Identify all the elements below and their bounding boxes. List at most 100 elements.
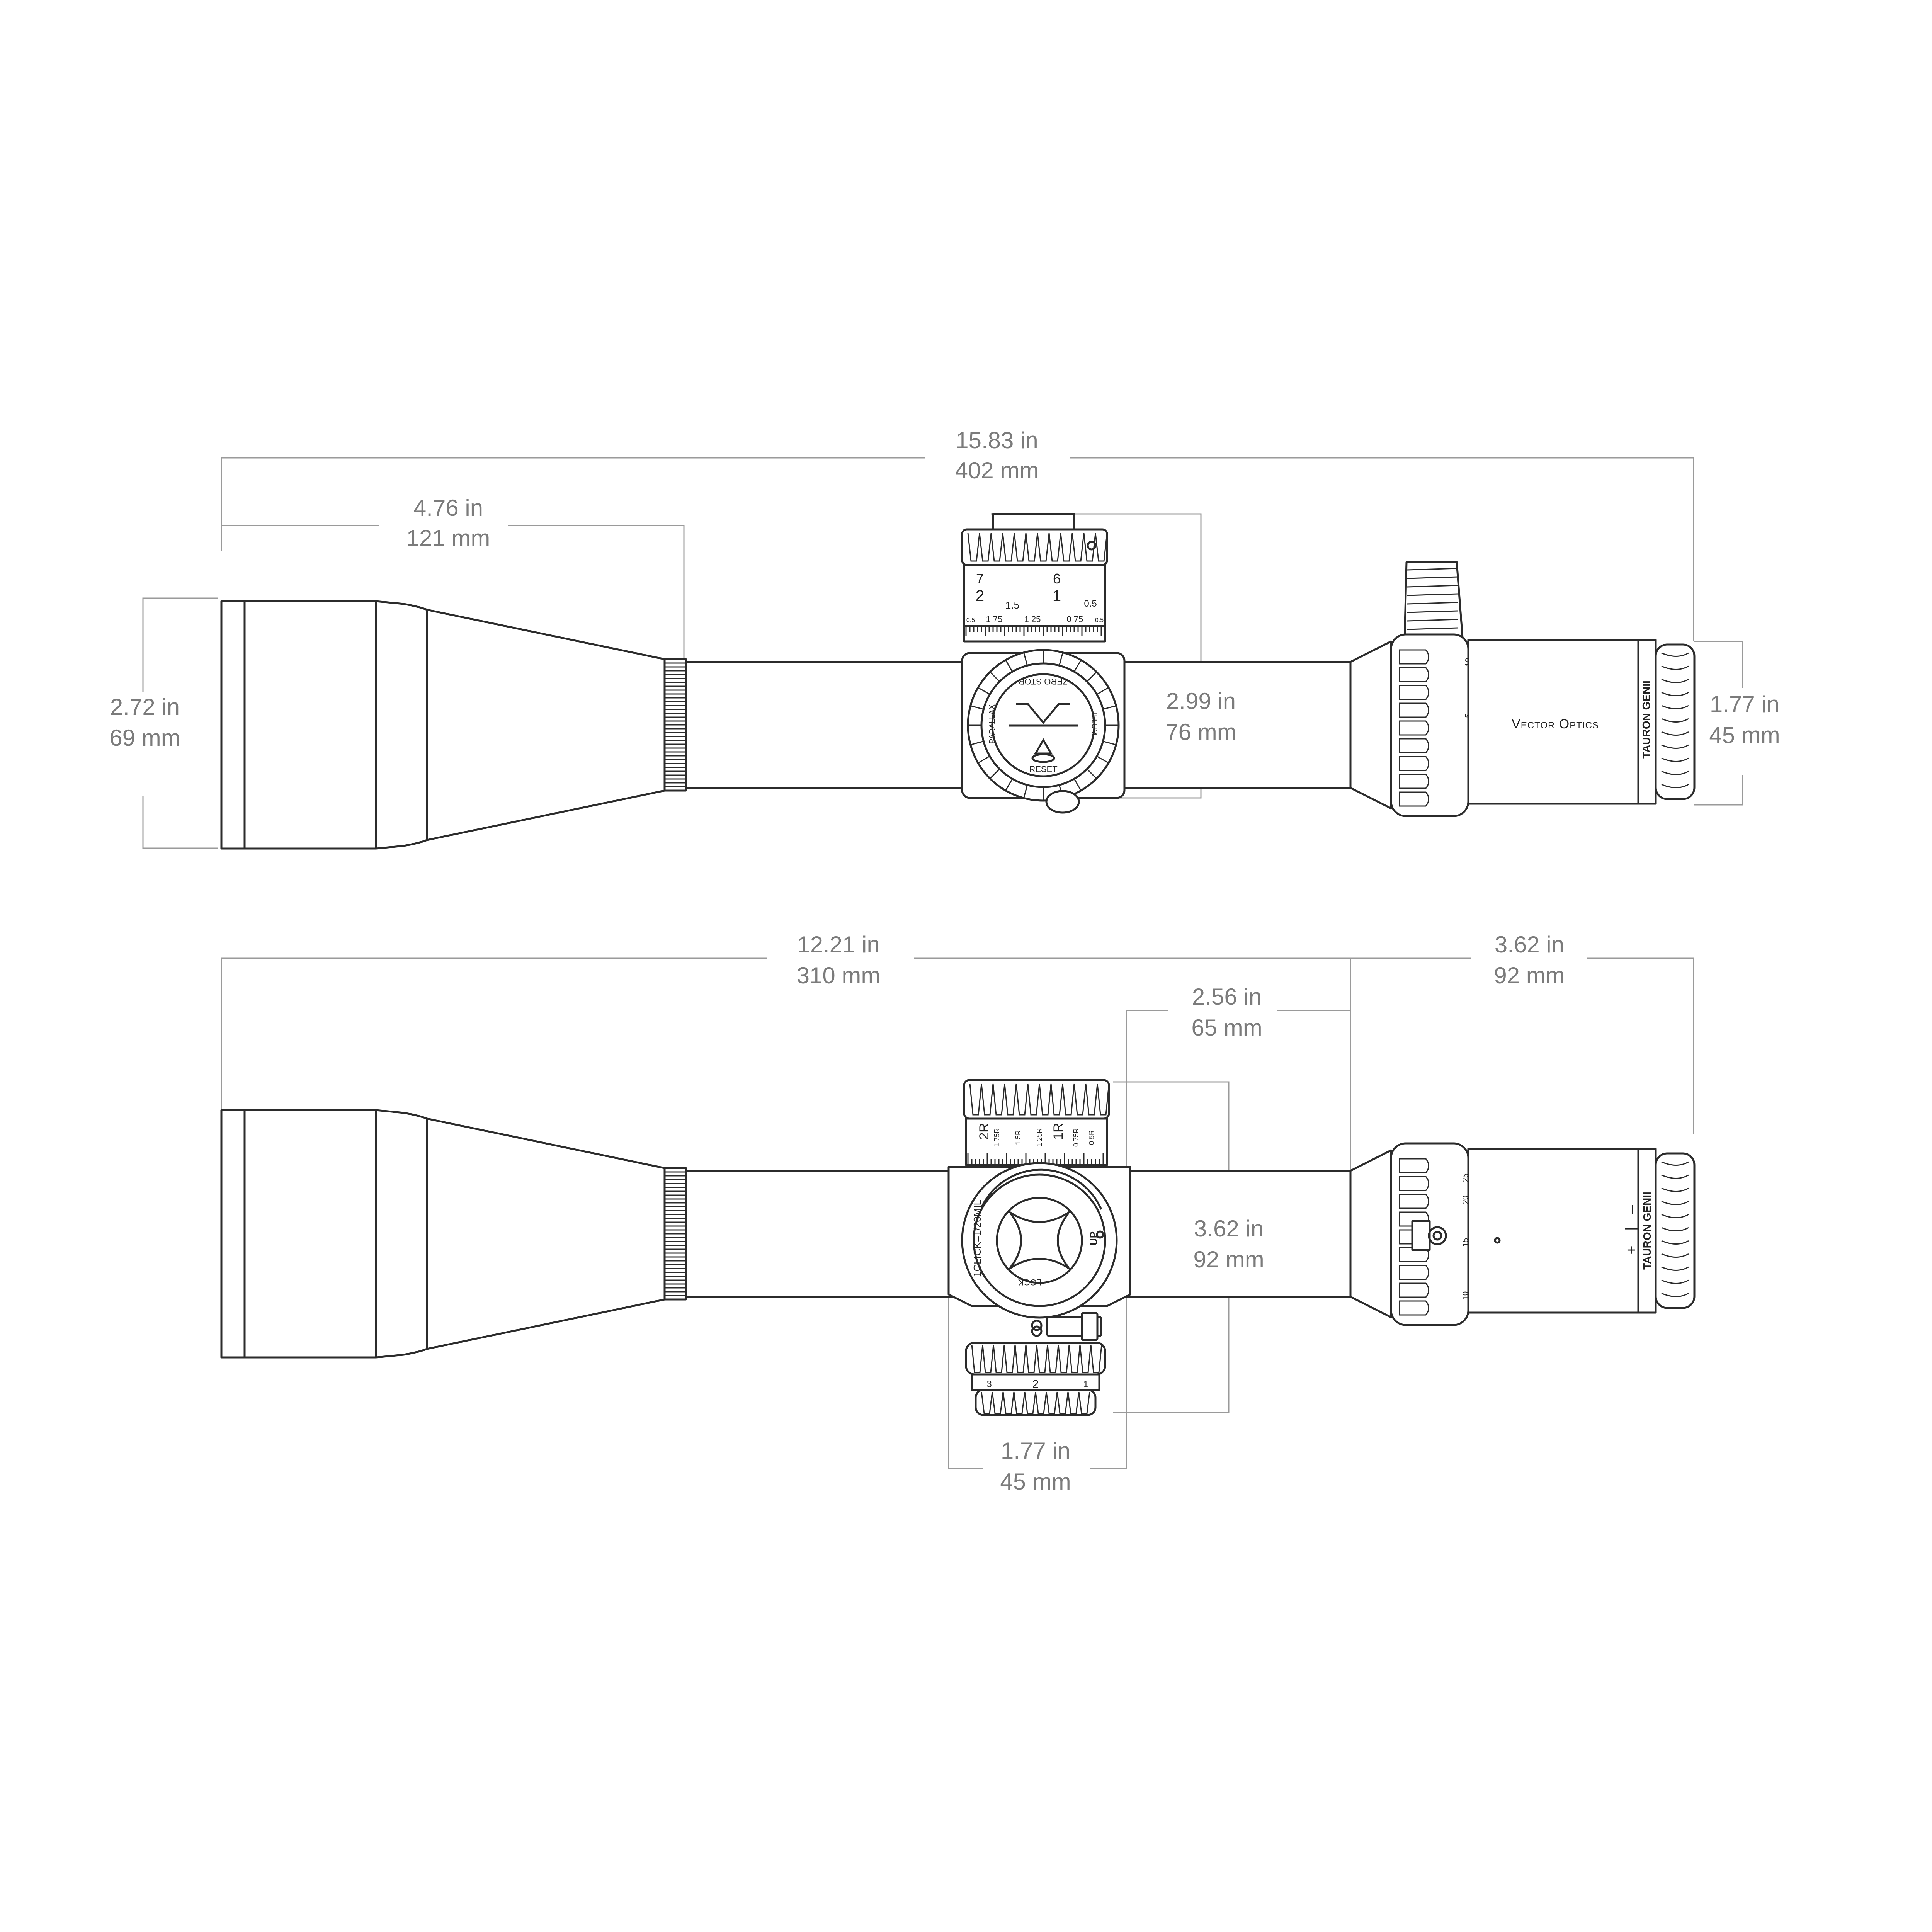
lower-turret-tooth bbox=[992, 1391, 1004, 1414]
lower-turret-tooth bbox=[981, 1391, 993, 1414]
windage-cap-tooth bbox=[969, 1083, 982, 1116]
power-ring-rib bbox=[1399, 667, 1429, 682]
power-ring-rib bbox=[1399, 1300, 1429, 1316]
lower-turret-mark-2: 2 bbox=[1032, 1378, 1039, 1391]
fin-rib bbox=[1407, 619, 1458, 622]
fin-rib bbox=[1407, 568, 1458, 571]
power-ring-rib bbox=[1399, 702, 1429, 718]
windage-cap-tooth bbox=[1039, 1083, 1052, 1116]
dimension-lines-bottom bbox=[221, 957, 1694, 1469]
eyepiece-scallop bbox=[1661, 770, 1689, 775]
turret-label-0-75: 0 75 bbox=[1067, 614, 1083, 624]
lower-turret-mark-1: 1 bbox=[1083, 1379, 1088, 1389]
dial-tooth bbox=[1005, 660, 1013, 672]
lower-turret-tooth bbox=[1025, 1344, 1037, 1373]
power-ring-rib bbox=[1399, 1176, 1429, 1191]
dimension-labels-bottom: 12.21 in 310 mm 3.62 in 92 mm 2.56 in 65… bbox=[797, 932, 1565, 1495]
dial-tooth bbox=[1005, 778, 1013, 791]
elevation-lock-label: LOCK bbox=[1018, 1277, 1041, 1287]
turret-cap-tooth bbox=[1071, 533, 1085, 562]
eyepiece-scallop bbox=[1661, 1240, 1689, 1245]
dim-eyepiece-length-mm: 92 mm bbox=[1494, 963, 1565, 988]
windage-turret: 2R 1R 1 75R 1 5R 1 25R 0 75R 0 5R bbox=[963, 1079, 1110, 1166]
objective-knurl-bottom bbox=[663, 1167, 687, 1301]
power-ring-rib bbox=[1399, 738, 1429, 753]
lower-turret-tooth bbox=[1036, 1344, 1048, 1373]
dim-eyepiece-height-mm: 45 mm bbox=[1709, 722, 1780, 748]
windage-mark-1-5r: 1 5R bbox=[1014, 1130, 1022, 1145]
windage-mark-2r: 2R bbox=[977, 1123, 992, 1139]
diopter-index-mark: | bbox=[1623, 1227, 1640, 1231]
scope-top-view: ZERO STOP PARALLAX RESET ILLUM 7 6 2 1 1… bbox=[109, 427, 1780, 850]
dial-tooth bbox=[1073, 660, 1082, 672]
turret-cap-tooth bbox=[1083, 533, 1096, 562]
turret-top-number-7: 7 bbox=[976, 571, 984, 587]
eyepiece-scallop bbox=[1661, 692, 1689, 696]
eyepiece-bottom: 25 20 15 10 + | – TAURON GENII bbox=[1349, 1142, 1696, 1326]
objective-knurl-top bbox=[663, 658, 687, 792]
windage-mark-1-75r: 1 75R bbox=[993, 1128, 1001, 1147]
power-ring-rib bbox=[1399, 1158, 1429, 1173]
eyepiece-scallop bbox=[1661, 1279, 1689, 1284]
dim-turret-width-in: 1.77 in bbox=[1001, 1438, 1070, 1464]
turret-label-0-5: 0.5 bbox=[1084, 599, 1097, 609]
turret-label-edge-right: 0.5 bbox=[1095, 617, 1104, 624]
dim-objective-length-in: 4.76 in bbox=[413, 495, 483, 521]
eyepiece-model-text-top: TAURON GENII bbox=[1640, 680, 1652, 759]
lower-turret-tooth bbox=[1090, 1344, 1102, 1373]
dial-label-reset: RESET bbox=[1029, 764, 1057, 774]
dim-overall-length-in: 15.83 in bbox=[956, 427, 1038, 453]
fin-rib bbox=[1407, 576, 1458, 579]
fin-rib bbox=[1407, 602, 1458, 605]
dial-tooth bbox=[1087, 672, 1097, 682]
lower-turret-tooth bbox=[1078, 1391, 1090, 1414]
dial-tooth bbox=[970, 740, 984, 745]
power-ring-rib bbox=[1399, 774, 1429, 789]
power-ring-rib bbox=[1399, 791, 1429, 807]
eyepiece-scallop bbox=[1661, 705, 1689, 709]
turret-cap-tooth bbox=[1060, 533, 1073, 562]
lower-turret: 3 2 1 bbox=[965, 1312, 1106, 1416]
eyepiece-scallop bbox=[1661, 757, 1689, 762]
windage-cap-tooth bbox=[1050, 1083, 1063, 1116]
fin-rib bbox=[1407, 593, 1458, 596]
lower-turret-tooth bbox=[1014, 1344, 1027, 1373]
dial-label-parallax: PARALLAX bbox=[988, 704, 997, 744]
windage-cap-tooth bbox=[1097, 1083, 1110, 1116]
dial-label-zero-stop: ZERO STOP bbox=[1019, 677, 1068, 686]
objective-bell-bottom bbox=[220, 1109, 666, 1359]
dial-tooth bbox=[1023, 652, 1028, 666]
dim-turret-offset-mm: 65 mm bbox=[1191, 1015, 1262, 1041]
eyepiece-scallop bbox=[1661, 1214, 1689, 1218]
fin-rib bbox=[1407, 610, 1458, 613]
eyepiece-scallop bbox=[1661, 652, 1689, 657]
lower-turret-mark-3: 3 bbox=[986, 1379, 992, 1389]
power-ring-rib bbox=[1399, 649, 1429, 665]
windage-cap-tooth bbox=[992, 1083, 1005, 1116]
dial-tooth bbox=[1087, 769, 1097, 779]
lower-turret-tooth bbox=[971, 1344, 983, 1373]
dim-turret-height-mm: 76 mm bbox=[1165, 719, 1236, 745]
eyepiece-scallop bbox=[1661, 718, 1689, 723]
lower-turret-tooth bbox=[1046, 1391, 1058, 1414]
eyepiece-scallop bbox=[1661, 1253, 1689, 1258]
turret-cap-tooth bbox=[1025, 533, 1038, 562]
lower-turret-tooth bbox=[1056, 1391, 1069, 1414]
dim-objective-length-mm: 121 mm bbox=[406, 525, 490, 551]
eyepiece-scallop bbox=[1661, 1266, 1689, 1271]
dial-tooth bbox=[1023, 785, 1028, 798]
diopter-plus-mark: + bbox=[1623, 1245, 1640, 1254]
power-ring-rib bbox=[1399, 756, 1429, 771]
dim-turret-height-bottom-mm: 92 mm bbox=[1193, 1247, 1264, 1272]
elevation-click-value: 1CLICK=1/20MIL bbox=[971, 1200, 983, 1277]
dial-tooth bbox=[978, 755, 990, 764]
eyepiece-scallop bbox=[1661, 784, 1689, 788]
dim-turret-height-bottom-in: 3.62 in bbox=[1194, 1216, 1264, 1242]
dial-tooth bbox=[990, 672, 1000, 682]
power-ring-rib bbox=[1399, 1265, 1429, 1280]
dial-tooth bbox=[1058, 652, 1063, 666]
windage-mark-1r: 1R bbox=[1051, 1123, 1066, 1139]
eyepiece-model-text-bottom: TAURON GENII bbox=[1641, 1192, 1653, 1270]
